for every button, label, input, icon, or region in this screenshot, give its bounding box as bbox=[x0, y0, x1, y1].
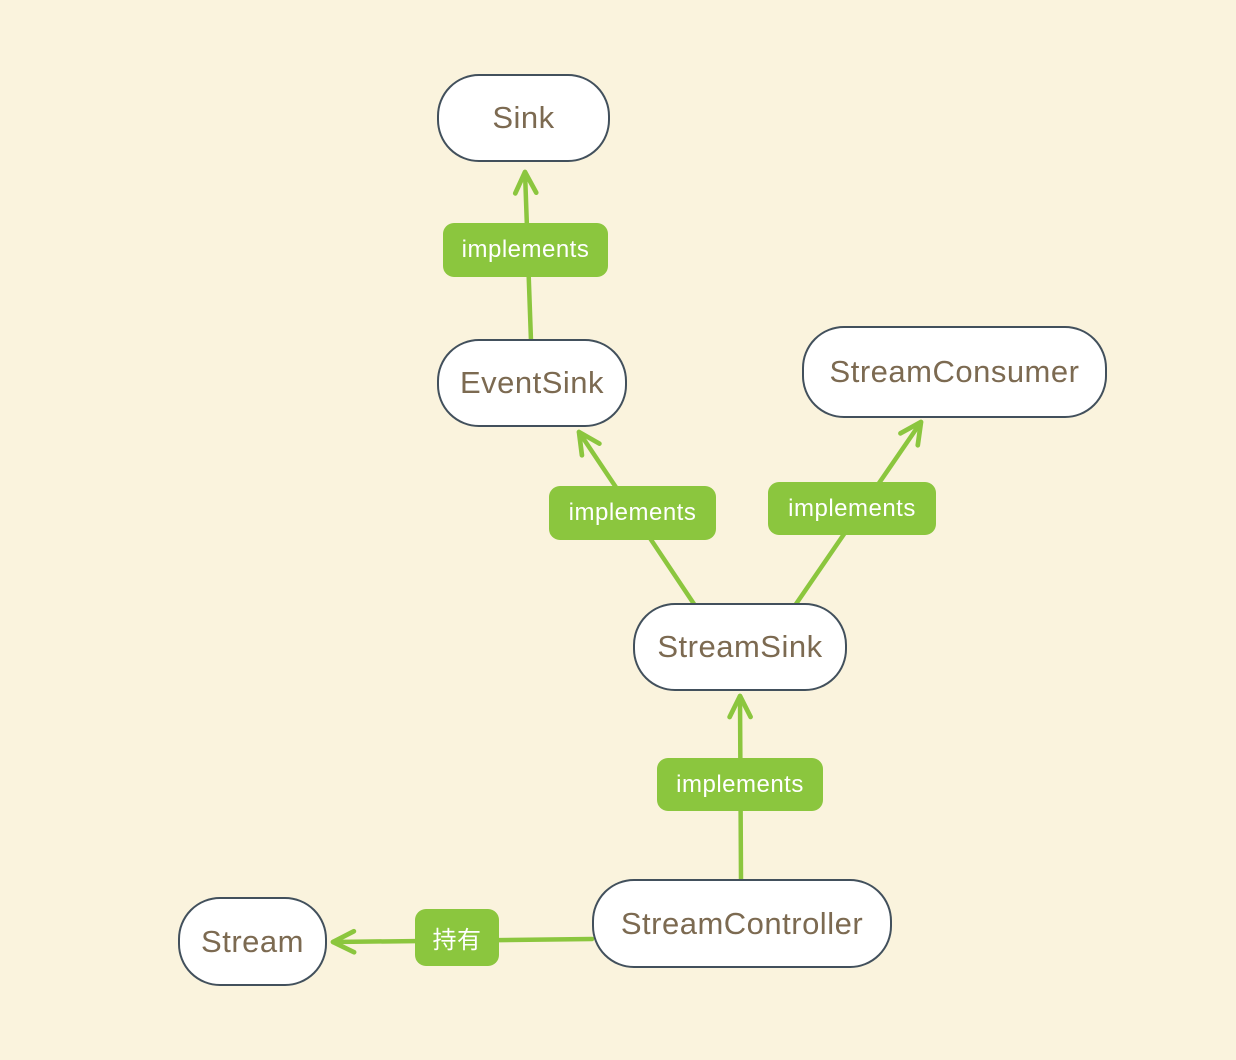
node-eventsink[interactable]: EventSink bbox=[437, 339, 627, 427]
node-streamcontroller-label: StreamController bbox=[620, 905, 864, 941]
node-sink-label: Sink bbox=[492, 100, 555, 135]
node-eventsink-label: EventSink bbox=[459, 365, 605, 400]
node-streamconsumer-label: StreamConsumer bbox=[829, 354, 1080, 389]
node-stream[interactable]: Stream bbox=[178, 897, 327, 986]
edge-label-streamcontroller-to-streamsink[interactable]: implements bbox=[657, 758, 823, 811]
edge-label-eventsink-to-sink[interactable]: implements bbox=[443, 223, 608, 277]
node-streamsink-label: StreamSink bbox=[657, 629, 823, 664]
node-sink[interactable]: Sink bbox=[437, 74, 610, 162]
node-streamcontroller[interactable]: StreamController bbox=[592, 879, 892, 968]
node-streamconsumer[interactable]: StreamConsumer bbox=[802, 326, 1107, 418]
node-streamsink[interactable]: StreamSink bbox=[633, 603, 847, 691]
edge-label-streamcontroller-to-stream[interactable]: 持有 bbox=[415, 909, 499, 966]
node-stream-label: Stream bbox=[201, 923, 304, 959]
edge-label-streamsink-to-eventsink[interactable]: implements bbox=[549, 486, 716, 540]
edge-label-streamsink-to-streamconsumer[interactable]: implements bbox=[768, 482, 936, 535]
